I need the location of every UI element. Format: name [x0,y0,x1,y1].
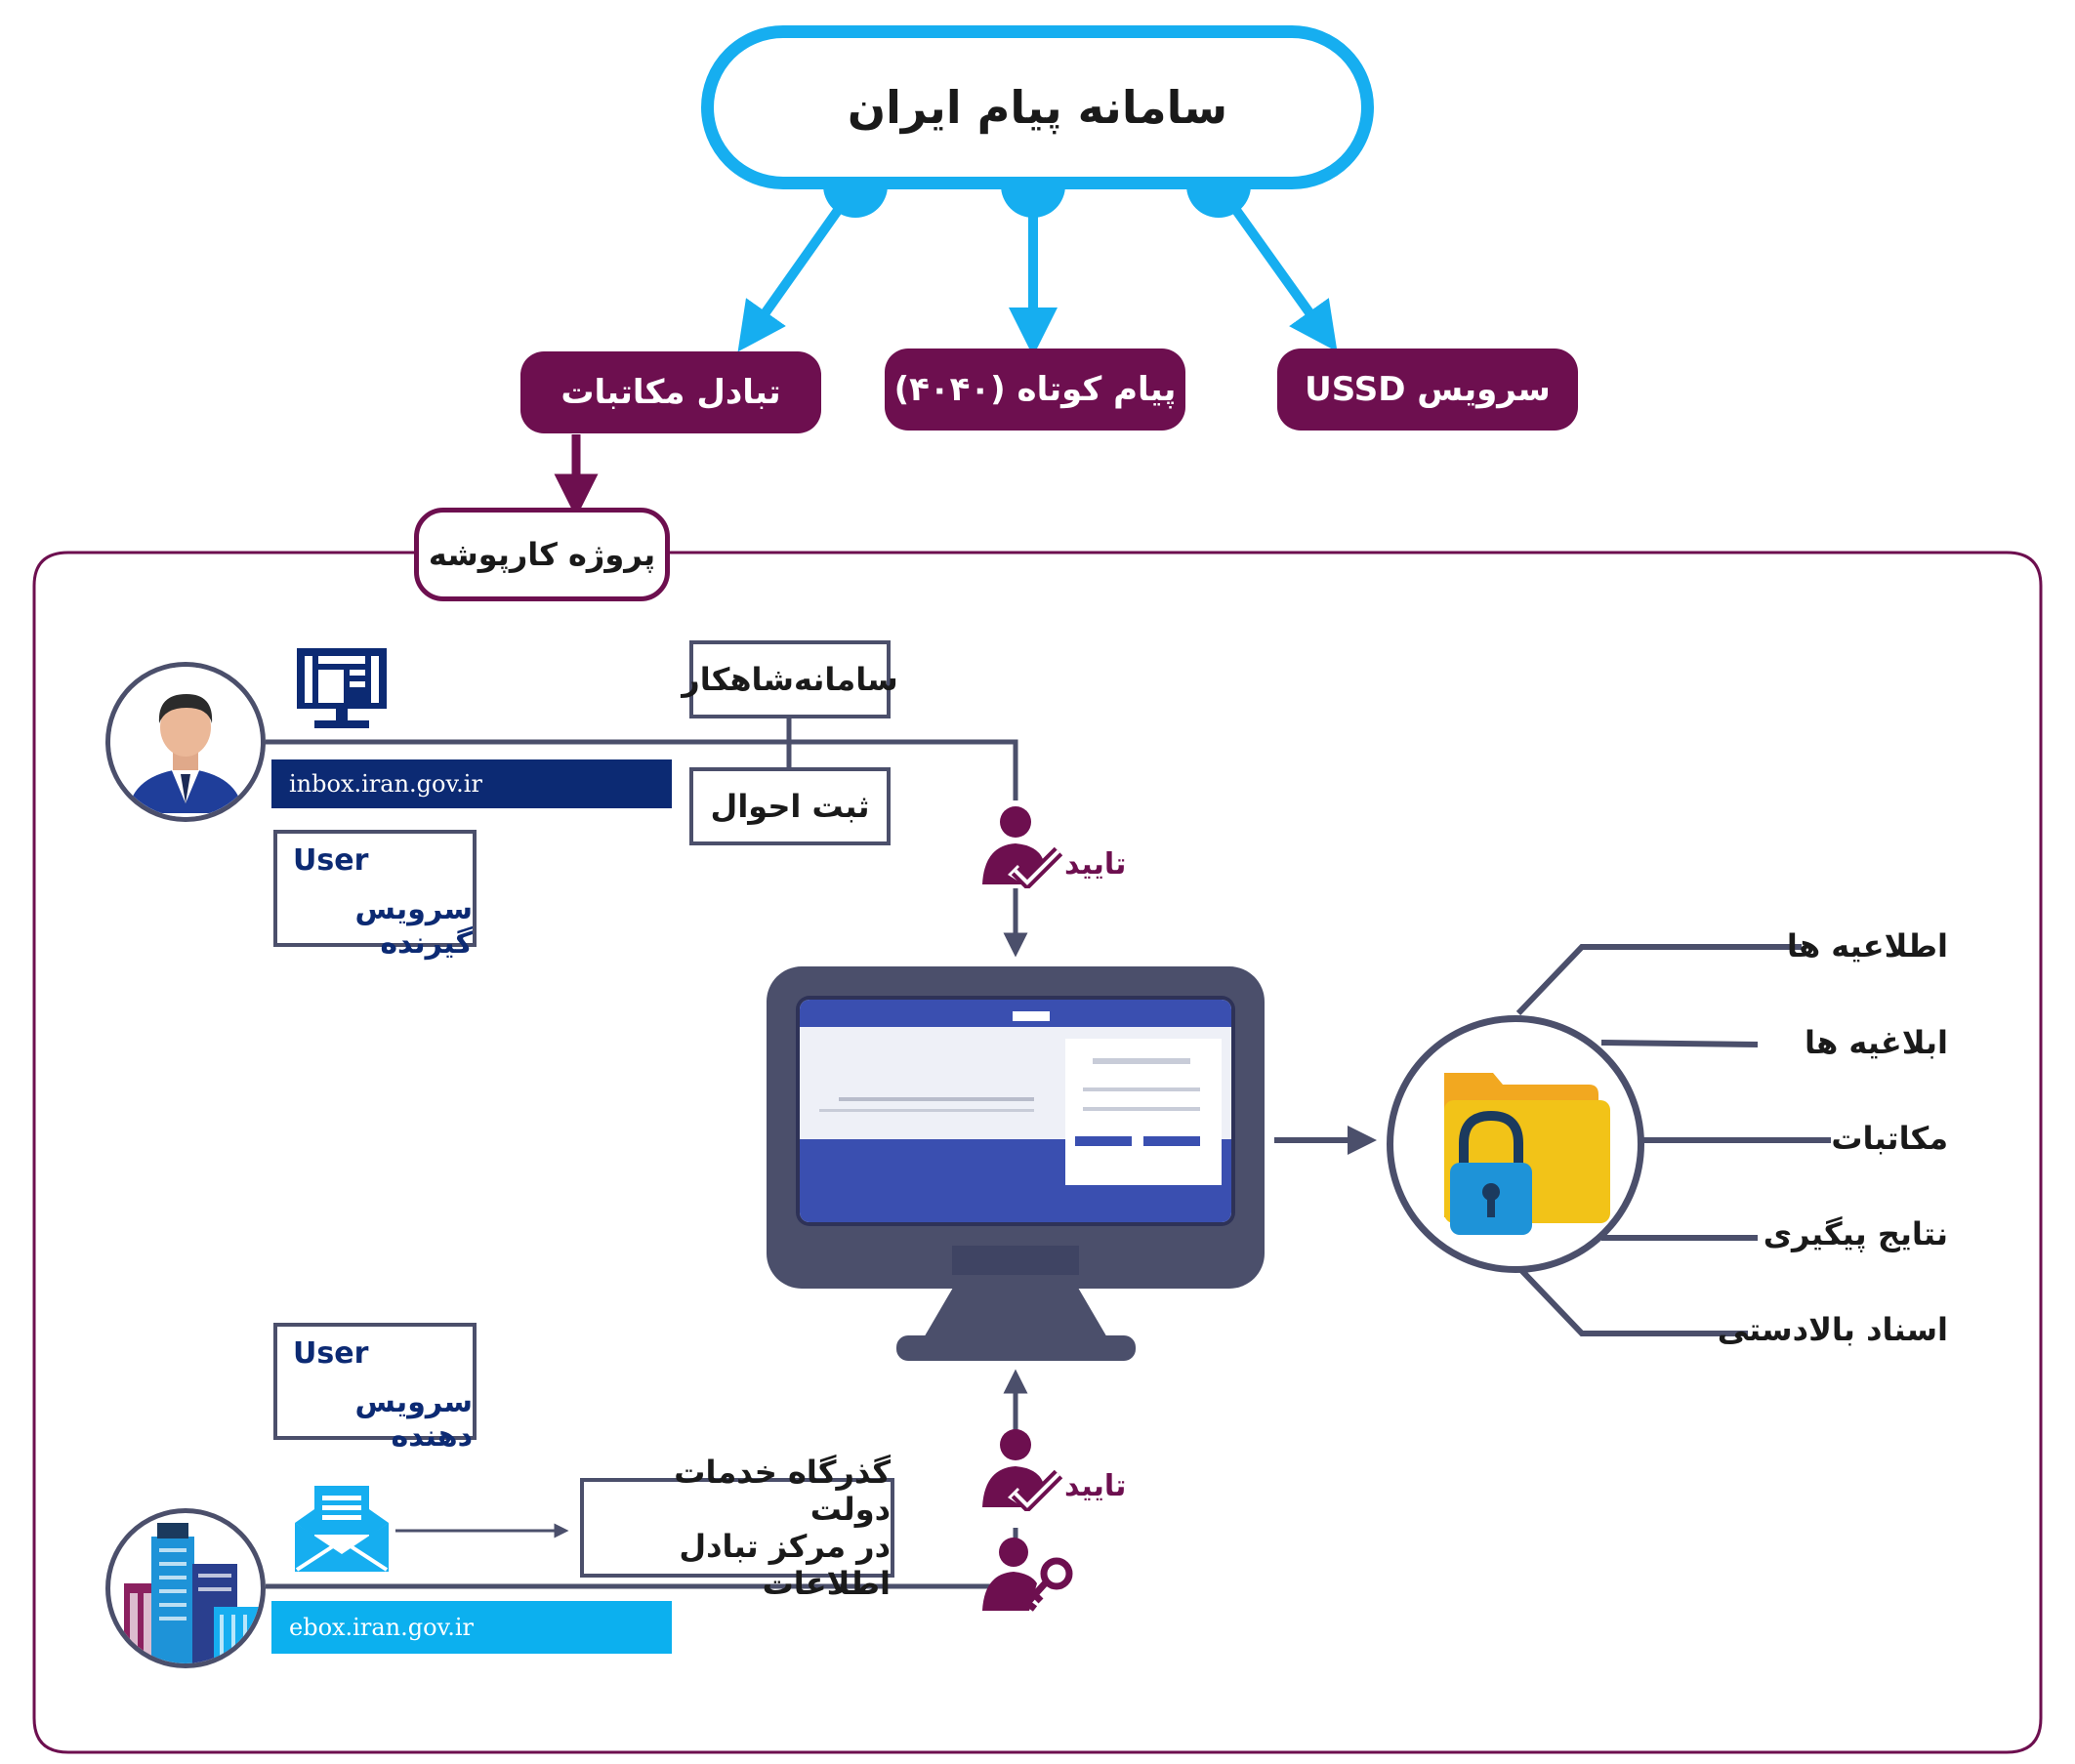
output-notices: ابلاغیه ها [1805,1024,1948,1061]
approve-label-bottom: تایید [1064,1469,1127,1503]
receiver-role-fa: سرویس گیرنده [354,892,473,961]
provider-role-en: User [293,1336,369,1371]
monitor-base [896,1335,1136,1361]
envelope-icon [295,1486,389,1572]
monitor [767,966,1265,1289]
output-correspondence: مکاتبات [1831,1120,1948,1157]
output-announcements: اطلاعیه ها [1786,927,1948,964]
project-frame [32,551,2043,1754]
service-correspondence[interactable]: تبادل مکاتبات [520,351,821,433]
receiver-avatar [105,662,266,822]
project-label: پروژه کارپوشه [414,508,670,601]
government-gateway-box: گذرگاه خدمات دولت در مرکز تبادل اطلاعات [580,1454,894,1602]
gateway-line-2: در مرکز تبادل اطلاعات [679,1528,891,1602]
output-upstream-documents: اسناد بالادستی [1717,1311,1948,1348]
approve-user-icon [982,1429,1063,1511]
desktop-computer-icon [297,648,387,728]
output-tracking-results: نتایج پیگیری [1763,1215,1948,1252]
secure-storage-circle [1387,1015,1644,1273]
output-branch-lines [1515,944,1831,1336]
platform-title-pill: سامانه پیام ایران [701,25,1374,189]
service-ussd[interactable]: سرویس USSD [1277,349,1578,431]
approve-user-icon [982,806,1063,888]
receiver-lines [266,718,1028,958]
provider-role-fa: سرویس دهنده [354,1385,473,1454]
service-sms[interactable]: پیام کوتاه (۴۰۴۰) [885,349,1185,431]
key-user-icon [982,1538,1073,1612]
monitor-stand [923,1289,1108,1339]
gateway-line-1: گذرگاه خدمات دولت [674,1454,891,1528]
ebox-url-bar[interactable]: ebox.iran.gov.ir [271,1601,672,1654]
provider-avatar [105,1508,266,1668]
civil-registry-box: ثبت احوال [689,767,891,845]
approve-label-top: تایید [1064,847,1127,882]
platform-title: سامانه پیام ایران [847,81,1228,134]
buildings-icon [124,1523,261,1663]
locked-folder-icon [1444,1073,1610,1235]
monitor-screen [800,1000,1231,1222]
receiver-role-box: User سرویس گیرنده [273,830,477,961]
inbox-url-bar[interactable]: inbox.iran.gov.ir [271,759,672,808]
shahkar-system-box: سامانه‌شاهکار [682,640,898,718]
receiver-role-en: User [293,843,369,878]
provider-role-box: User سرویس دهنده [273,1323,477,1454]
